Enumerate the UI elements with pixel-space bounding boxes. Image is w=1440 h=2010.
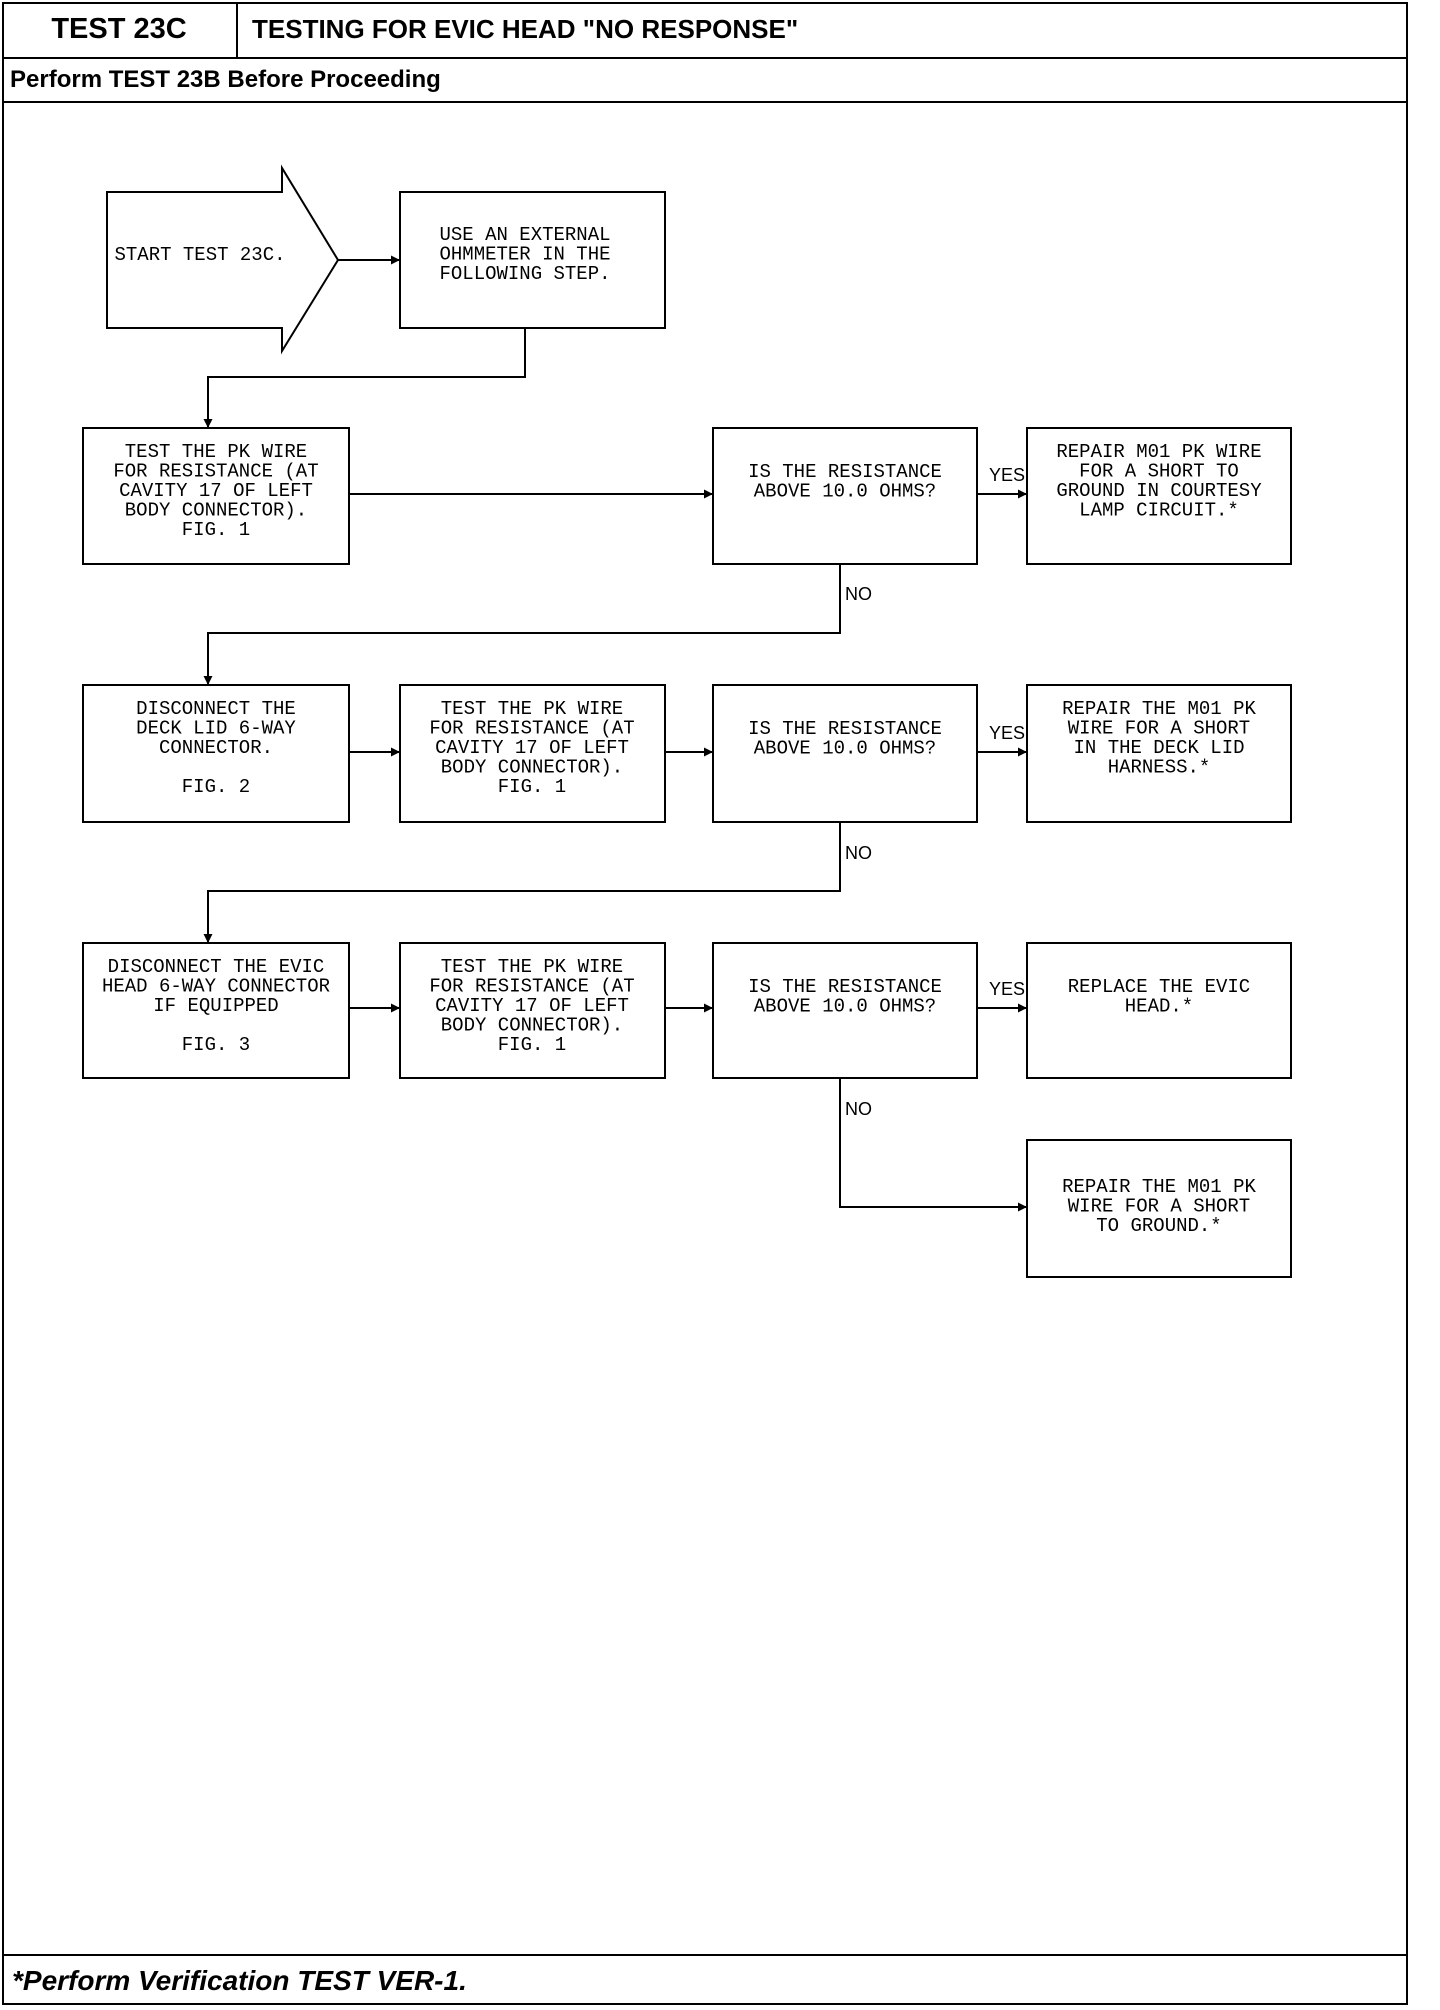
box-text-line: IN THE DECK LID	[1073, 737, 1244, 759]
box-text-line: IS THE RESISTANCE	[748, 718, 942, 740]
box-text-line: ABOVE 10.0 OHMS?	[754, 481, 936, 503]
box-text-line: TEST THE PK WIRE	[441, 956, 623, 978]
box-text-line: FIG. 3	[182, 1034, 250, 1056]
box-text-line: BODY CONNECTOR).	[125, 500, 307, 522]
box-text-line: FOR A SHORT TO	[1079, 461, 1239, 483]
box-text-line: HEAD 6-WAY CONNECTOR	[102, 976, 330, 998]
step-test-pk-2-box	[399, 684, 666, 823]
box-text-line: FIG. 1	[498, 776, 566, 798]
test-title: TESTING FOR EVIC HEAD "NO RESPONSE"	[252, 14, 799, 44]
prerequisite-cell: Perform TEST 23B Before Proceeding	[2, 59, 1408, 103]
box-text-line: BODY CONNECTOR).	[441, 757, 623, 779]
yes-label-3: YES	[989, 979, 1025, 999]
box-text-line: REPAIR THE M01 PK	[1062, 698, 1256, 720]
replace-evic-box	[1026, 942, 1292, 1079]
step-disconnect-deck-box	[82, 684, 350, 823]
no-label-1: NO	[845, 584, 872, 604]
box-text-line: TEST THE PK WIRE	[125, 441, 307, 463]
decision-1-box	[712, 427, 978, 565]
box-text-line: REPAIR THE M01 PK	[1062, 1176, 1256, 1198]
yes-label-1: YES	[989, 465, 1025, 485]
test-id-cell: TEST 23C	[2, 2, 238, 59]
box-text-line: IF EQUIPPED	[153, 995, 278, 1017]
box-text-line: CAVITY 17 OF LEFT	[119, 480, 313, 502]
box-text-line: TO GROUND.*	[1096, 1215, 1221, 1237]
box-text-line: IS THE RESISTANCE	[748, 461, 942, 483]
box-text-line: CONNECTOR.	[159, 737, 273, 759]
box-text-line: HARNESS.*	[1108, 757, 1211, 779]
box-text-line: CAVITY 17 OF LEFT	[435, 737, 629, 759]
start-text: START TEST 23C.	[114, 244, 285, 266]
box-text-line: HEAD.*	[1125, 996, 1193, 1018]
page-frame	[2, 2, 1408, 2005]
box-text-line: REPLACE THE EVIC	[1068, 976, 1250, 998]
box-text-line: FOR RESISTANCE (AT	[113, 461, 318, 483]
box-text-line: REPAIR M01 PK WIRE	[1056, 441, 1261, 463]
box-text-line: DISCONNECT THE	[136, 698, 296, 720]
step-disconnect-evic-box	[82, 942, 350, 1079]
footer-note: *Perform Verification TEST VER-1.	[12, 1964, 467, 1996]
step-test-pk-1-box	[82, 427, 350, 565]
box-text-line: DECK LID 6-WAY	[136, 718, 296, 740]
connector-decision-1-no	[203, 564, 841, 685]
box-text-line: LAMP CIRCUIT.*	[1079, 500, 1239, 522]
box-text-line: ABOVE 10.0 OHMS?	[754, 996, 936, 1018]
footer-cell: *Perform Verification TEST VER-1.	[2, 1954, 1408, 2005]
box-text-line: USE AN EXTERNAL	[439, 224, 610, 246]
box-text-line: WIRE FOR A SHORT	[1068, 1196, 1250, 1218]
box-text-line: FOR RESISTANCE (AT	[429, 718, 634, 740]
connector-ohmmeter-to-test-1	[203, 328, 526, 428]
decision-3-box	[712, 942, 978, 1079]
box-text-line: FOLLOWING STEP.	[439, 263, 610, 285]
box-text-line: OHMMETER IN THE	[439, 244, 610, 266]
box-text-line: BODY CONNECTOR).	[441, 1015, 623, 1037]
test-title-cell: TESTING FOR EVIC HEAD "NO RESPONSE"	[238, 2, 1408, 59]
prerequisite-note: Perform TEST 23B Before Proceeding	[10, 66, 441, 93]
connector-decision-2-no	[203, 822, 841, 943]
box-text-line: IS THE RESISTANCE	[748, 976, 942, 998]
no-label-2: NO	[845, 843, 872, 863]
box-text-line: WIRE FOR A SHORT	[1068, 718, 1250, 740]
box-text-line: CAVITY 17 OF LEFT	[435, 995, 629, 1017]
connector-decision-3-no	[839, 1078, 1027, 1212]
step-test-pk-3-box	[399, 942, 666, 1079]
start-arrow-shape	[106, 164, 340, 355]
box-text-line: TEST THE PK WIRE	[441, 698, 623, 720]
yes-label-2: YES	[989, 723, 1025, 743]
no-label-3: NO	[845, 1099, 872, 1119]
repair-2-box	[1026, 684, 1292, 823]
repair-1-box	[1026, 427, 1292, 565]
box-text-line: ABOVE 10.0 OHMS?	[754, 738, 936, 760]
box-text-line: DISCONNECT THE EVIC	[108, 956, 325, 978]
box-text-line: FOR RESISTANCE (AT	[429, 976, 634, 998]
box-text-line: START TEST 23C.	[114, 244, 285, 266]
box-text-line: GROUND IN COURTESY	[1056, 480, 1262, 502]
box-text-line: FIG. 2	[182, 776, 250, 798]
test-id: TEST 23C	[51, 13, 187, 45]
box-text-line: FIG. 1	[182, 519, 250, 541]
repair-3-box	[1026, 1139, 1292, 1278]
box-text-line: FIG. 1	[498, 1034, 566, 1056]
decision-2-box	[712, 684, 978, 823]
